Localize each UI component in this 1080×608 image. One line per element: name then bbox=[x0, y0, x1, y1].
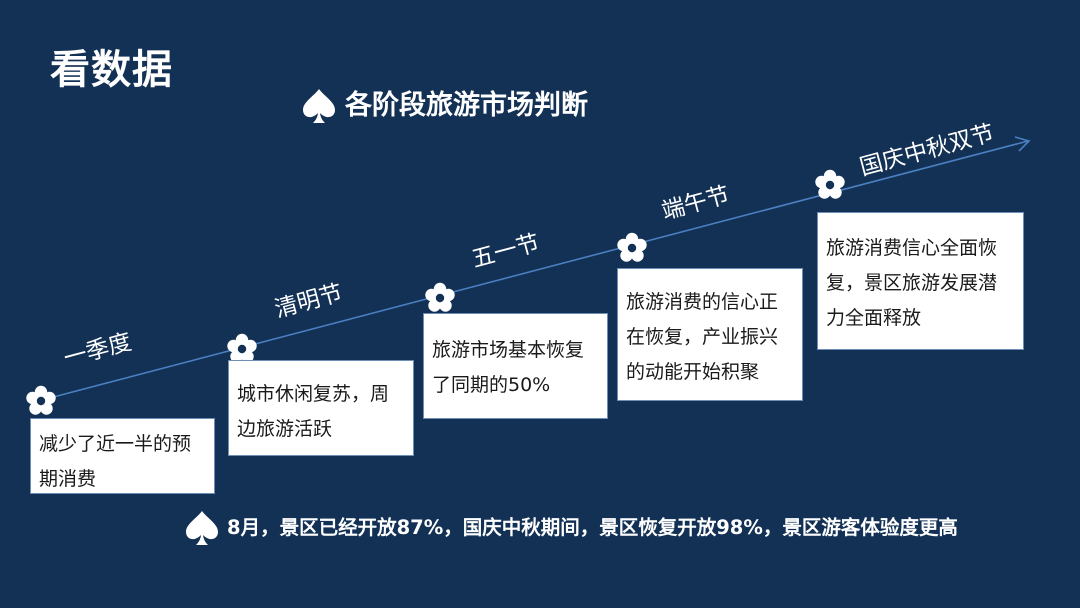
stage-card-q1: 减少了近一半的预期消费 bbox=[30, 418, 215, 494]
stage-card-national-day: 旅游消费信心全面恢复，景区旅游发展潜力全面释放 bbox=[817, 212, 1024, 350]
stage-card-qingming: 城市休闲复苏，周边旅游活跃 bbox=[228, 360, 414, 456]
subtitle-text: 各阶段旅游市场判断 bbox=[345, 90, 588, 121]
flower-icon bbox=[226, 333, 258, 365]
footer-text: 8月，景区已经开放87%，国庆中秋期间，景区恢复开放98%，景区游客体验度更高 bbox=[227, 516, 958, 539]
flower-icon bbox=[25, 385, 57, 417]
page-title: 看数据 bbox=[50, 47, 173, 93]
footer-note: 8月，景区已经开放87%，国庆中秋期间，景区恢复开放98%，景区游客体验度更高 bbox=[183, 508, 958, 548]
spade-icon bbox=[301, 86, 337, 126]
section-subtitle: 各阶段旅游市场判断 bbox=[301, 86, 588, 126]
flower-icon bbox=[814, 169, 846, 201]
flower-icon bbox=[616, 232, 648, 264]
stage-card-wuyi: 旅游市场基本恢复了同期的50% bbox=[423, 313, 608, 419]
spade-icon bbox=[183, 508, 221, 548]
flower-icon bbox=[424, 282, 456, 314]
stage-card-duanwu: 旅游消费的信心正在恢复，产业振兴的动能开始积聚 bbox=[617, 268, 803, 401]
